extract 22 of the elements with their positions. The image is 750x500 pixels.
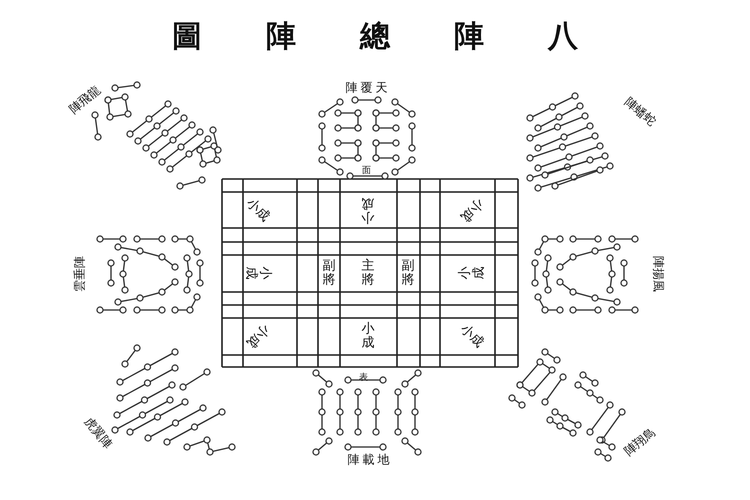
unit-label: 小成 [244,322,272,350]
position-mark: 面 [362,166,374,176]
unit-label: 小成 [458,266,486,280]
formation-name: 陣載地 [348,453,392,467]
deputy-general-label: 副將 [402,258,414,288]
title: 圖陣總陣八 [171,19,643,55]
unit-label: 小成 [362,196,374,224]
formation-name: 陣翔鳥 [622,425,658,459]
formation-name: 陣覆天 [346,81,390,95]
unit-label: 小成 [362,322,374,350]
unit-label: 小成 [244,196,272,224]
general-label: 主將 [362,258,374,288]
unit-label: 小成 [458,322,486,350]
formation-name: 雲垂陣 [73,256,87,292]
unit-label: 小成 [244,266,272,280]
position-mark: 表 [359,373,371,383]
deputy-general-label: 副將 [322,258,336,288]
formation-name: 陣揚風 [651,256,665,292]
formation-name: 虎翼陣 [81,414,115,452]
formation-name: 陣蟠蛇 [622,95,658,129]
formation-name: 陣飛龍 [66,83,104,117]
unit-label: 小成 [458,196,486,224]
